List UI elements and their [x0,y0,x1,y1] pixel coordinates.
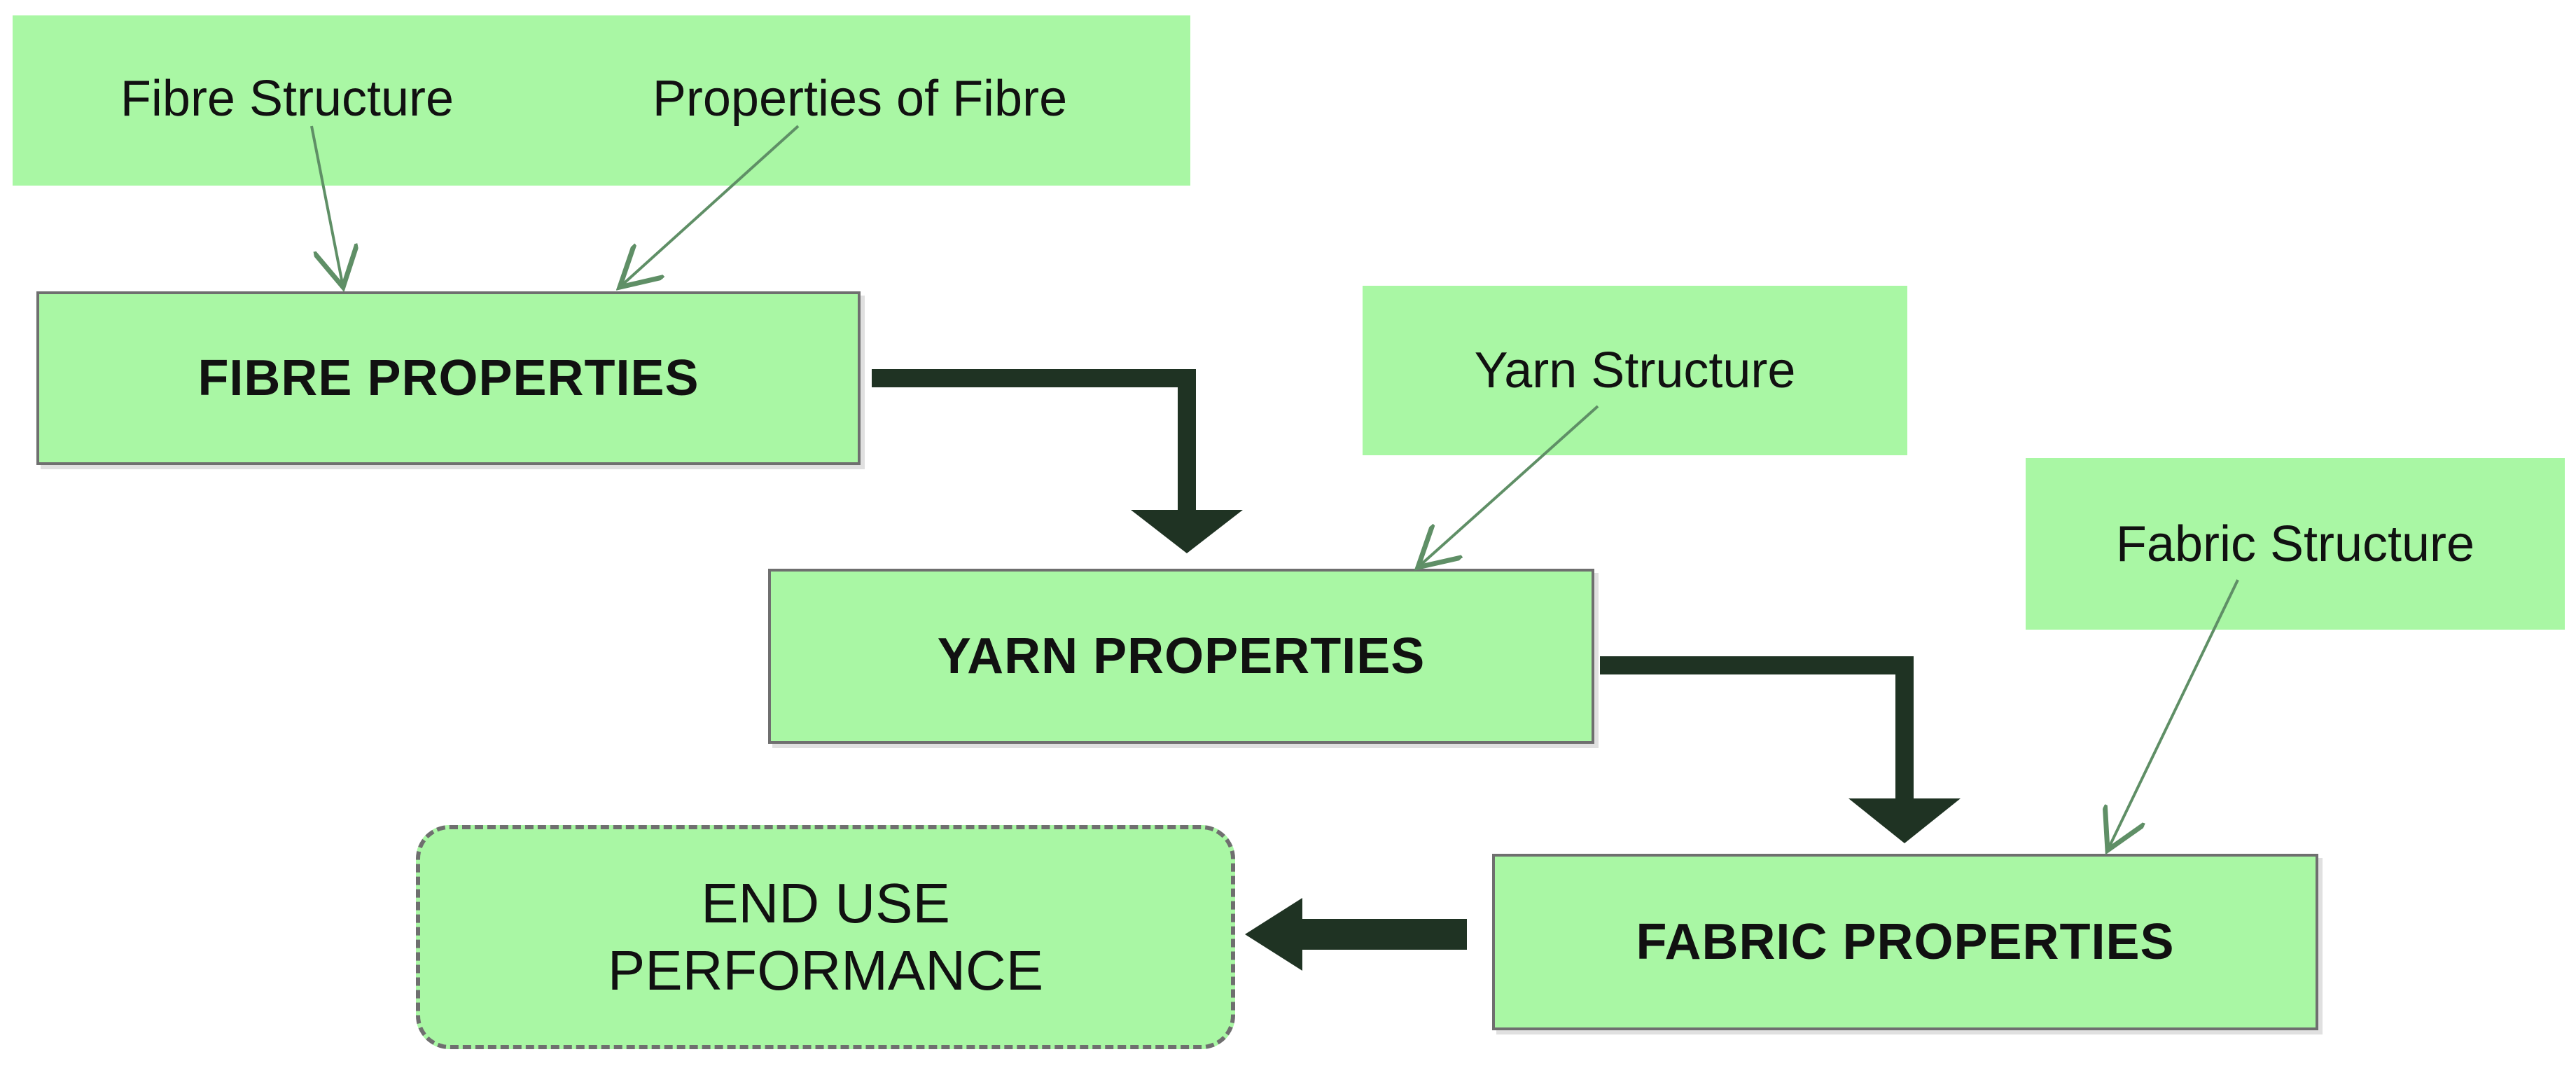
end-use-line2: PERFORMANCE [607,939,1044,1002]
fabric-structure-box: Fabric Structure [2026,458,2565,630]
arrow-yarn-structure [1418,405,1599,567]
fibre-properties-label: FIBRE PROPERTIES [197,350,699,406]
flow-arrow-yarn-to-fabric [1600,656,1961,843]
yarn-properties-box: YARN PROPERTIES [768,569,1594,744]
flow-arrow-fabric-to-end-use [1245,898,1467,971]
fabric-structure-label: Fabric Structure [2115,515,2475,572]
fibre-properties-box: FIBRE PROPERTIES [36,291,861,465]
arrow-fabric-structure [2108,579,2239,850]
fibre-structure-label: Fibre Structure [120,71,454,127]
fabric-properties-box: FABRIC PROPERTIES [1492,854,2318,1030]
fibre-inputs-box [13,15,1190,186]
fabric-properties-label: FABRIC PROPERTIES [1636,914,2175,970]
yarn-properties-label: YARN PROPERTIES [937,628,1426,684]
arrow-properties-of-fibre [620,125,800,287]
arrow-fibre-structure [310,125,343,287]
properties-of-fibre-label: Properties of Fibre [652,71,1068,127]
yarn-structure-label: Yarn Structure [1474,342,1796,399]
yarn-structure-box: Yarn Structure [1363,286,1907,455]
flow-arrow-fibre-to-yarn [872,369,1243,553]
end-use-line1: END USE [701,872,950,934]
end-use-performance-box: END USE PERFORMANCE [416,825,1235,1049]
